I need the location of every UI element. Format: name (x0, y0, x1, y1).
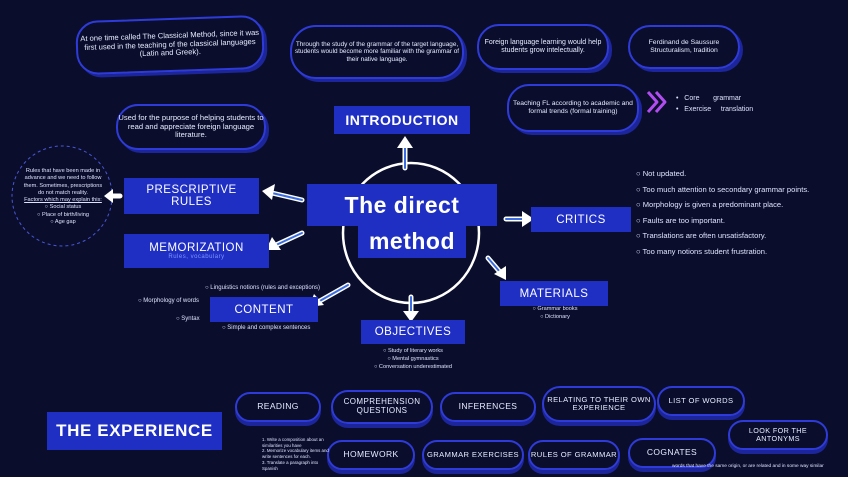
node-content: CONTENT (210, 297, 318, 322)
exp-homework: HOMEWORK (327, 440, 415, 470)
content-note-4: ○ Simple and complex sentences (222, 325, 311, 331)
node-prescriptive-rules: PRESCRIPTIVE RULES (124, 178, 259, 214)
note-line: ○ Age gap (50, 218, 76, 225)
exp-reading: READING (235, 392, 321, 422)
critics-item: ○ Translations are often unsatisfactory. (636, 231, 767, 241)
note-line: Spanish (262, 465, 278, 471)
exp-inferences: INFERENCES (440, 392, 536, 422)
node-materials: MATERIALS (500, 281, 608, 306)
content-note-1: ○ Linguistics notions (rules and excepti… (205, 285, 321, 291)
note-grammar-study: Through the study of the grammar of the … (290, 25, 464, 79)
content-note-2: ○ Morphology of words (138, 298, 199, 304)
critics-item: ○ Morphology is given a predominant plac… (636, 200, 784, 210)
prescriptive-note: Rules that have been made in advance and… (18, 168, 108, 226)
critics-notes: ○ Not updated. ○ Too much attention to s… (636, 166, 809, 259)
note-classical-method: At one time called The Classical Method,… (75, 14, 265, 76)
cognates-note: words that have the same origin, or are … (672, 464, 824, 469)
critics-item: ○ Not updated. (636, 169, 687, 178)
note-line: ○ Dictionary (540, 313, 570, 320)
exp-rules-of-grammar: RULES OF GRAMMAR (528, 440, 620, 470)
core-list-item: • Exercise translation (676, 105, 754, 113)
note-line: 1. Write a composition about an (262, 437, 324, 442)
note-saussure: Ferdinand de Saussure Structuralism, tra… (628, 25, 740, 69)
note-teaching-fl: Teaching FL according to academic and fo… (507, 84, 639, 132)
experience-title: THE EXPERIENCE (47, 412, 222, 450)
center-title-line2: method (358, 224, 466, 258)
note-line: ○ Social status (44, 204, 82, 211)
node-objectives: OBJECTIVES (361, 320, 465, 344)
critics-item: ○ Faults are too important. (636, 215, 726, 225)
chevron-arrows-icon (646, 90, 667, 114)
node-critics: CRITICS (531, 207, 631, 232)
materials-notes: ○ Grammar books ○ Dictionary (520, 306, 590, 322)
note-line: ○ Conversation underestimated (373, 363, 452, 370)
exp-list-of-words: LIST OF WORDS (657, 386, 745, 416)
critics-item: ○ Too many notions student frustration. (636, 246, 768, 256)
note-line: similarities you have (262, 442, 302, 448)
node-memorization: MEMORIZATION Rules, vocabulary (124, 234, 269, 268)
note-line: ○ Grammar books (532, 306, 578, 312)
note-line: 3. Translate a paragraph into (262, 459, 319, 465)
note-line: ○ Mental gymnastics (387, 355, 439, 362)
note-line: ○ Place of birth/living (37, 211, 89, 218)
note-purpose: Used for the purpose of helping students… (116, 104, 266, 150)
note-line: them. Sometimes, prescriptions (23, 182, 103, 189)
exp-grammar-exercises: GRAMMAR EXERCISES (422, 440, 524, 470)
center-title-line1: The direct (307, 184, 497, 226)
note-intellectual-growth: Foreign language learning would help stu… (477, 24, 609, 70)
node-prescriptive-line2: RULES (171, 196, 212, 208)
content-note-3: ○ Syntax (176, 316, 200, 322)
note-line: write sentences for each. (262, 454, 311, 460)
note-line: 2. Memorize vocabulary items and (262, 448, 329, 454)
note-line: Rules that have been made in (25, 168, 101, 174)
exp-relating: RELATING TO THEIR OWN EXPERIENCE (542, 386, 656, 422)
critics-item: ○ Too much attention to secondary gramma… (636, 184, 810, 194)
node-introduction: INTRODUCTION (334, 106, 470, 134)
note-line: ○ Study of literary works (383, 348, 443, 354)
homework-notes: 1. Write a composition about an similari… (262, 437, 329, 471)
exp-comprehension-questions: COMPREHENSION QUESTIONS (331, 390, 433, 424)
node-prescriptive-line1: PRESCRIPTIVE (146, 184, 237, 196)
note-line: advance and we need to follow (24, 175, 102, 182)
note-line: Factors which may explain this: (24, 197, 102, 204)
node-memorization-label: MEMORIZATION (149, 242, 244, 254)
exp-cognates: COGNATES (628, 438, 716, 468)
exp-antonyms: LOOK FOR THE ANTONYMS (728, 420, 828, 450)
core-list: • Core grammar • Exercise translation (676, 94, 753, 115)
core-list-item: • Core grammar (676, 95, 742, 102)
note-line: do not match reality. (38, 189, 88, 196)
objectives-notes: ○ Study of literary works ○ Mental gymna… (360, 348, 466, 371)
node-memorization-sub: Rules, vocabulary (168, 254, 225, 260)
